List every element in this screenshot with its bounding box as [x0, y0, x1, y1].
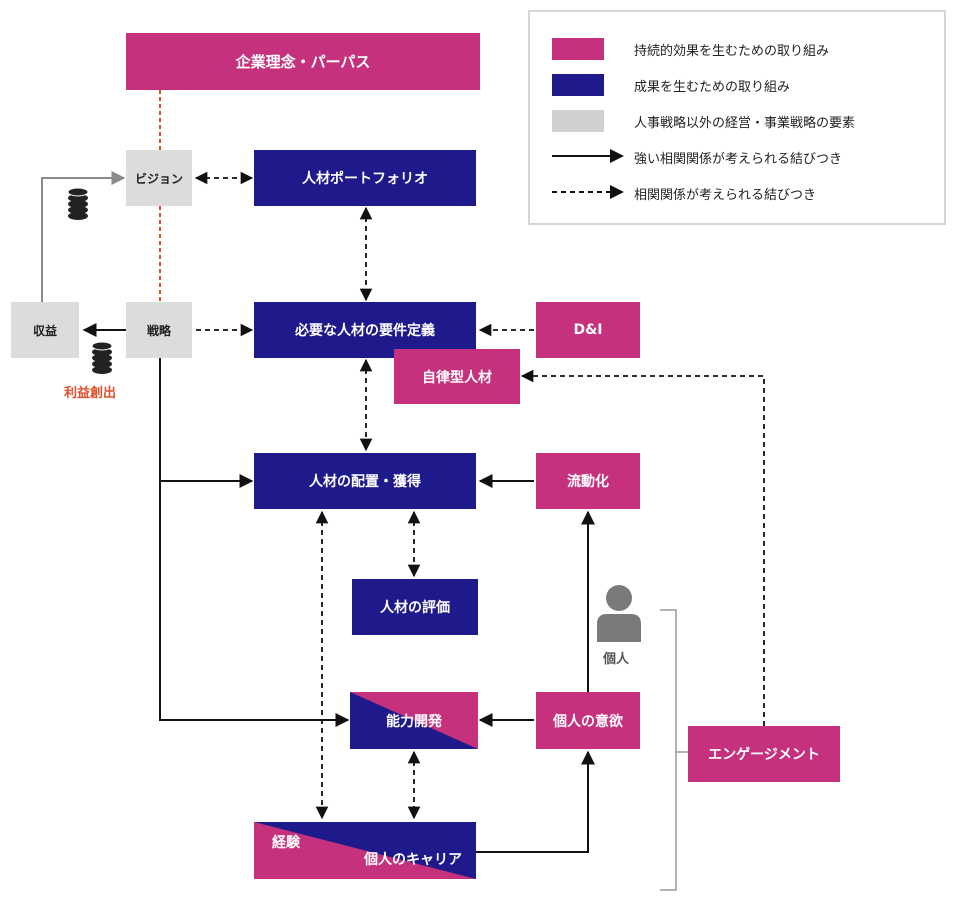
node-placement: 人材の配置・獲得 — [254, 453, 476, 509]
legend-item: 人事戦略以外の経営・事業戦略の要素 — [530, 108, 944, 132]
node-experience-career: 経験 個人のキャリア — [254, 822, 476, 879]
node-engagement: エンゲージメント — [688, 726, 840, 782]
node-philosophy: 企業理念・パーパス — [126, 33, 480, 90]
individual-label: 個人 — [603, 652, 630, 667]
legend-label: 相関関係が考えられる結びつき — [634, 188, 817, 203]
strategy-placement-link — [159, 358, 254, 488]
node-autonomous: 自律型人材 — [394, 349, 520, 404]
legend-item: 成果を生むための取り組み — [530, 72, 944, 96]
coins-icon — [91, 341, 113, 374]
node-mobility: 流動化 — [536, 453, 640, 509]
legend-swatch-navy — [552, 74, 604, 96]
node-evaluation: 人材の評価 — [352, 579, 478, 635]
legend-item: 相関関係が考えられる結びつき — [530, 180, 944, 204]
legend: 持続的効果を生むための取り組み 成果を生むための取り組み 人事戦略以外の経営・事… — [528, 10, 946, 225]
legend-item: 持続的効果を生むための取り組み — [530, 36, 944, 60]
legend-item: 強い相関関係が考えられる結びつき — [530, 144, 944, 168]
node-capability: 能力開発 — [350, 692, 478, 749]
legend-label: 強い相関関係が考えられる結びつき — [634, 152, 843, 167]
dashed-arrow-icon — [552, 185, 624, 199]
coins-icon — [67, 187, 89, 220]
profit-creation-label: 利益創出 — [64, 386, 117, 401]
legend-label: 成果を生むための取り組み — [634, 80, 791, 95]
strategy-capability-link — [159, 481, 350, 727]
engagement-autonomous-link — [520, 369, 765, 726]
legend-swatch-pink — [552, 38, 604, 60]
node-portfolio: 人材ポートフォリオ — [254, 150, 476, 206]
career-motivation-link — [476, 750, 595, 853]
node-vision: ビジョン — [126, 150, 192, 206]
experience-label: 経験 — [272, 835, 300, 851]
node-requirements: 必要な人材の要件定義 — [254, 302, 476, 358]
node-motivation: 個人の意欲 — [536, 692, 640, 749]
legend-label: 人事戦略以外の経営・事業戦略の要素 — [634, 116, 856, 131]
solid-arrow-icon — [552, 149, 624, 163]
node-revenue: 収益 — [11, 302, 79, 358]
node-dei: D&I — [536, 302, 640, 358]
legend-label: 持続的効果を生むための取り組み — [634, 44, 830, 59]
individual-bracket — [660, 609, 677, 891]
person-icon — [597, 585, 641, 642]
career-label: 個人のキャリア — [364, 852, 462, 868]
node-strategy: 戦略 — [126, 302, 192, 358]
revenue-vision-loop — [41, 171, 126, 302]
legend-swatch-gray — [552, 110, 604, 132]
